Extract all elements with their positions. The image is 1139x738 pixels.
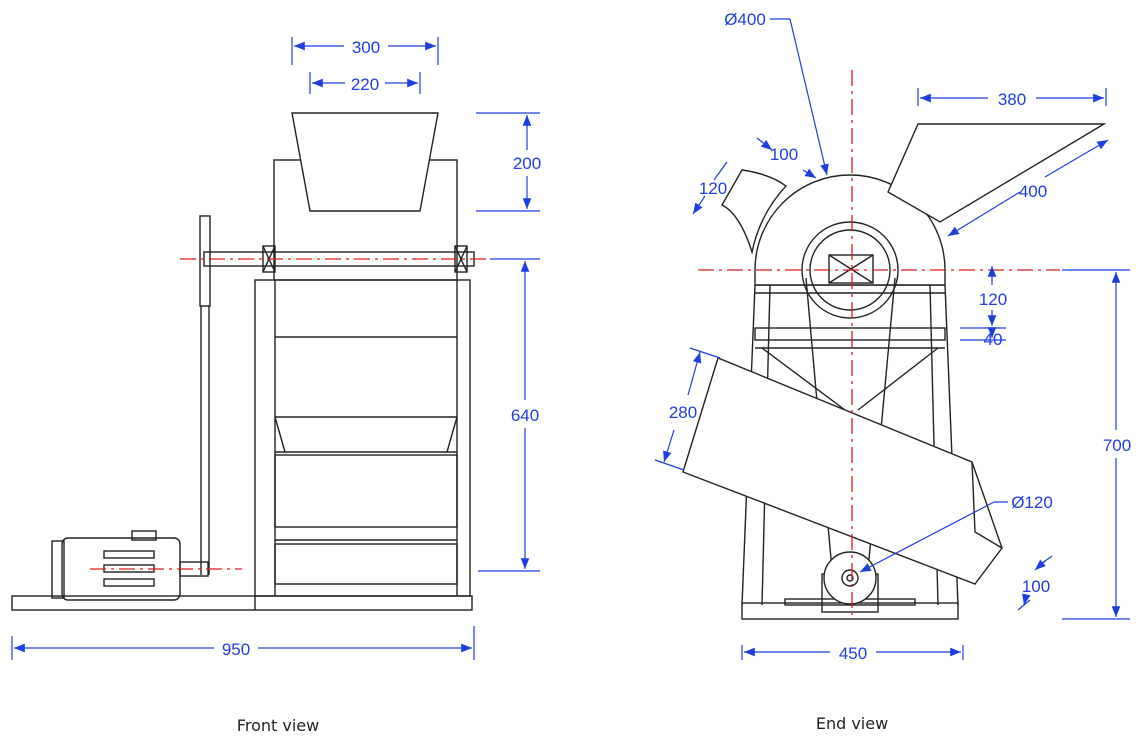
dim-end-450: 450 [839, 644, 867, 663]
dim-front-640: 640 [511, 406, 539, 425]
dim-end-120-side: 120 [699, 179, 727, 198]
front-view: 300 220 200 640 950 Front view [11, 37, 541, 735]
end-view: Ø400 380 400 100 120 120 40 280 [654, 10, 1131, 733]
dim-end-100-top: 100 [770, 145, 798, 164]
sieve-drawer [274, 454, 458, 528]
dim-end-700: 700 [1103, 436, 1131, 455]
dim-end-400: 400 [1019, 182, 1047, 201]
base-rail [11, 595, 473, 611]
shaft-pulley [199, 215, 211, 307]
end-view-caption: End view [816, 714, 888, 733]
dim-end-280: 280 [669, 403, 697, 422]
electric-motor [51, 530, 209, 601]
motor-pulley [823, 551, 877, 605]
dim-end-pulley-dia: Ø120 [1011, 493, 1053, 512]
hopper [291, 112, 439, 212]
dim-end-40: 40 [984, 330, 1003, 349]
dim-front-200: 200 [513, 154, 541, 173]
side-outlet [721, 169, 788, 255]
front-view-caption: Front view [237, 716, 319, 735]
dim-end-100-bottom: 100 [1022, 577, 1050, 596]
dim-front-220: 220 [351, 75, 379, 94]
main-frame [254, 279, 471, 597]
discharge-chute [682, 357, 1004, 585]
rotor-circle-inner [809, 229, 891, 311]
dim-end-120-plate: 120 [979, 290, 1007, 309]
dim-end-rotor-dia: Ø400 [724, 10, 766, 29]
dim-front-950: 950 [222, 640, 250, 659]
collector-drawer [274, 543, 458, 585]
rotor-hub [828, 254, 874, 284]
rotor-circle-outer [801, 221, 899, 319]
dim-front-300: 300 [352, 38, 380, 57]
feed-chute [887, 123, 1107, 223]
dim-end-380: 380 [998, 90, 1026, 109]
